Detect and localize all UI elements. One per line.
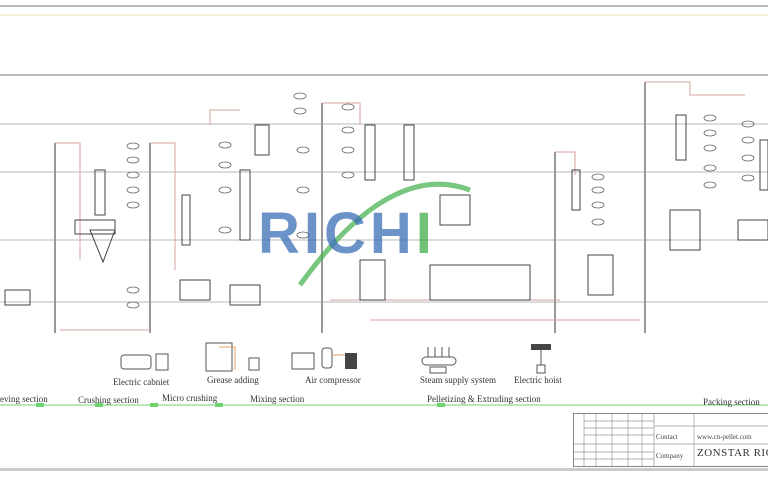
bottom-border bbox=[0, 468, 768, 471]
equipment-label: Electric hoist bbox=[514, 375, 562, 385]
equipment-label: Grease adding bbox=[207, 375, 259, 385]
contact-value[interactable]: www.cn-pellet.com bbox=[697, 433, 752, 441]
section-label-mixing: Mixing section bbox=[250, 394, 305, 404]
top-border bbox=[0, 5, 768, 7]
section-label-micro-crushing: Micro crushing bbox=[162, 393, 218, 403]
title-block: Contact www.cn-pellet.com Company ZONSTA… bbox=[573, 413, 768, 467]
equipment-label: Electric cabniet bbox=[113, 377, 170, 387]
company-label: Company bbox=[656, 452, 684, 460]
header-divider bbox=[0, 74, 768, 76]
section-label-receiving: eving section bbox=[0, 394, 48, 404]
steam-supply-icon bbox=[421, 347, 457, 374]
grease-adding-icon bbox=[205, 342, 260, 372]
top-band bbox=[0, 14, 768, 16]
section-label-packing: Packing section bbox=[703, 397, 760, 407]
equipment-label: Air compressor bbox=[305, 375, 361, 385]
section-label-pelletizing: Pelletizing & Extruding section bbox=[427, 394, 541, 404]
contact-label: Contact bbox=[656, 433, 678, 441]
section-label-crushing: Crushing section bbox=[78, 395, 139, 405]
title-block-grid bbox=[574, 414, 768, 466]
richi-logo: RICHI bbox=[258, 201, 436, 266]
electric-cabinet-icon bbox=[120, 353, 169, 371]
company-value: ZONSTAR RICHI bbox=[697, 447, 768, 459]
air-compressor-icon bbox=[291, 347, 357, 370]
electric-hoist-icon bbox=[531, 344, 551, 374]
equipment-label: Steam supply system bbox=[420, 375, 496, 385]
